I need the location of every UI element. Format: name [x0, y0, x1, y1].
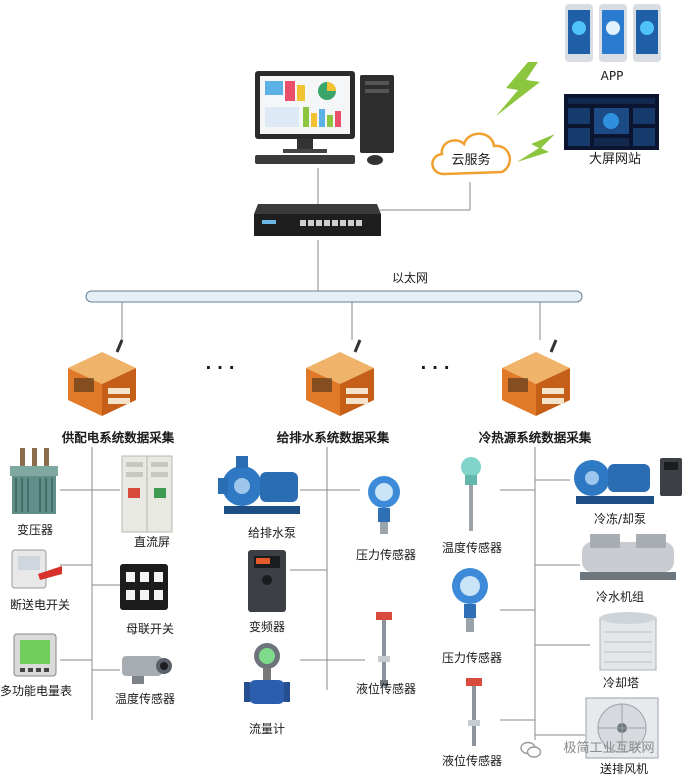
group-title-power: 供配电系统数据采集 [61, 430, 175, 445]
item-vfd: 变频器 [248, 620, 285, 634]
ellipsis-left: · · · [205, 358, 235, 377]
item-level-sensor: 液位传感器 [356, 682, 417, 696]
ellipsis-right: · · · [420, 358, 450, 377]
item-breaker: 断送电开关 [9, 598, 70, 612]
group-title-water: 给排水系统数据采集 [276, 430, 390, 445]
flowmeter-icon [244, 643, 290, 704]
app-label: APP [600, 69, 624, 83]
item-cold-pressure-sensor: 压力传感器 [441, 651, 502, 665]
item-ventilation-fan: 送排风机 [599, 762, 648, 776]
wechat-icon [520, 741, 542, 758]
item-cold-level-sensor: 液位传感器 [441, 754, 502, 768]
app-phones-icon [565, 4, 661, 62]
cloud-icon [431, 132, 512, 176]
item-pressure-sensor: 压力传感器 [356, 548, 417, 562]
cloud-label: 云服务 [451, 153, 491, 168]
watermark-text: 极简工业互联网 [563, 741, 655, 756]
item-temp-sensor: 温度传感器 [114, 692, 175, 706]
cooling-tower-icon [599, 612, 657, 671]
dc-cabinet-icon [121, 455, 173, 533]
gateway-icon [502, 339, 570, 416]
pressure-sensor-icon [368, 476, 400, 534]
network-switch-icon [254, 204, 381, 236]
gateway-icon [306, 339, 374, 416]
computer-icon [255, 71, 394, 165]
item-dc-panel: 直流屏 [133, 535, 170, 549]
item-bus-coupler: 母联开关 [125, 622, 174, 636]
item-transformer: 变压器 [16, 523, 53, 537]
power-meter-icon [13, 633, 57, 677]
ir-temp-sensor-icon [122, 656, 172, 684]
temp-probe-icon [461, 457, 481, 531]
group-title-cold: 冷热源系统数据采集 [478, 430, 592, 445]
vfd-icon [248, 550, 286, 612]
item-cooling-tower: 冷却塔 [602, 676, 639, 690]
chiller-unit-icon [580, 534, 676, 580]
item-cold-temp-sensor: 温度传感器 [441, 541, 502, 555]
gateway-icon [68, 339, 136, 416]
item-chiller-unit: 冷水机组 [595, 590, 644, 604]
item-chiller-pump: 冷冻/却泵 [593, 512, 647, 526]
level-sensor-icon [466, 678, 482, 746]
item-power-meter: 多功能电量表 [0, 684, 73, 698]
transformer-icon [10, 448, 58, 514]
ethernet-bus [85, 290, 583, 303]
wireless-bolt-icon [517, 134, 555, 162]
item-water-pump: 给排水泵 [247, 526, 296, 540]
level-sensor-icon [376, 612, 392, 686]
water-pump-icon [218, 456, 300, 514]
item-flowmeter: 流量计 [248, 722, 285, 736]
chiller-pump-icon [574, 458, 682, 504]
wireless-bolt-icon [496, 62, 540, 116]
bus-coupler-icon [120, 564, 168, 610]
ethernet-label: 以太网 [391, 271, 428, 285]
ventilation-fan-icon [585, 697, 659, 759]
bigscreen-label: 大屏网站 [588, 152, 641, 167]
breaker-switch-icon [11, 549, 62, 589]
bigscreen-icon [564, 94, 659, 150]
pressure-sensor-icon [452, 568, 488, 632]
